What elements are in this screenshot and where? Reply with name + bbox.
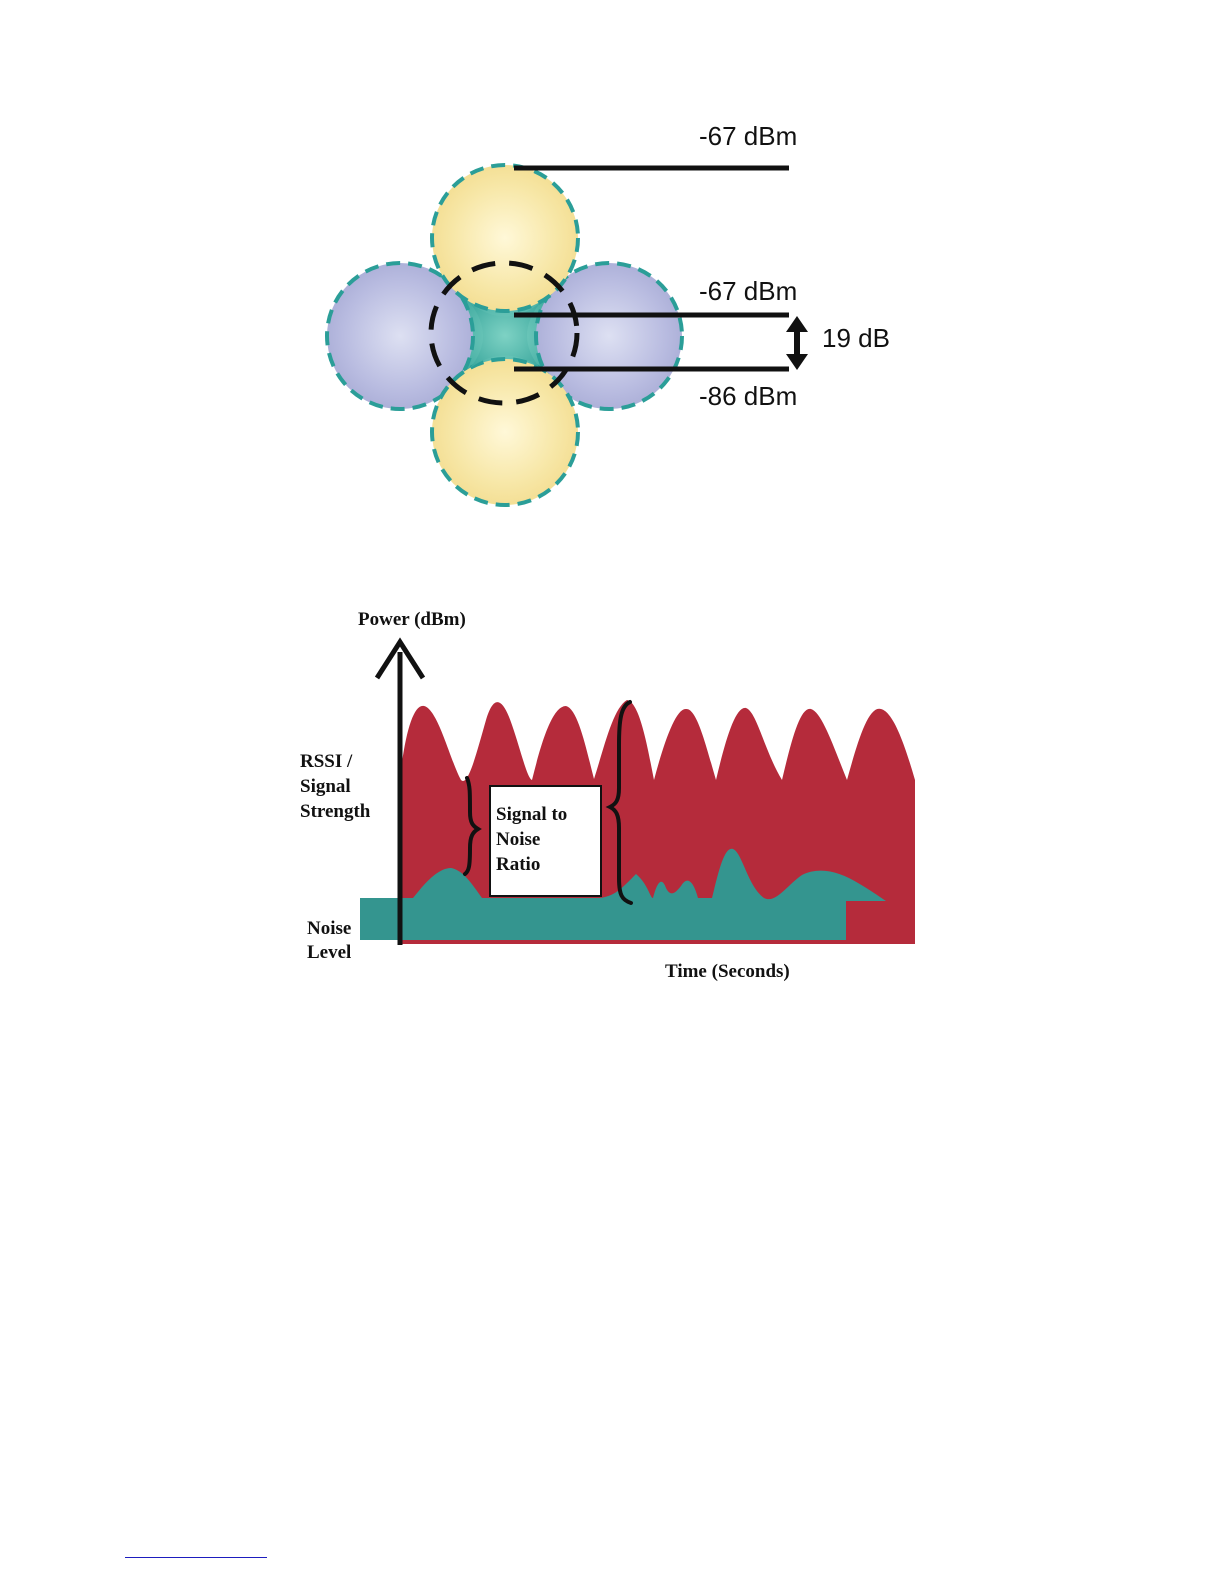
top-dbm-label: -67 dBm — [699, 121, 797, 151]
snr-box-line-3: Ratio — [496, 854, 540, 875]
middle-dbm-label: -67 dBm — [699, 276, 797, 306]
power-axis-label: Power (dBm) — [358, 609, 466, 630]
difference-arrow-down — [786, 354, 808, 370]
coverage-diagram: -67 dBm -67 dBm -86 dBm 19 dB — [327, 121, 890, 505]
top-coverage-cell — [432, 165, 578, 311]
snr-box-line-2: Noise — [496, 829, 540, 850]
snr-diagram: Power (dBm) Time (Seconds) RSSI / Signal… — [300, 609, 915, 982]
rssi-label-line-1: RSSI / — [300, 751, 353, 772]
difference-arrow-up — [786, 316, 808, 332]
time-axis-label: Time (Seconds) — [665, 961, 790, 982]
rssi-label-line-3: Strength — [300, 801, 371, 822]
noise-label-line-1: Noise — [307, 918, 351, 939]
noise-label-line-2: Level — [307, 942, 351, 963]
footnote-rule — [125, 1557, 267, 1558]
snr-box-line-1: Signal to — [496, 804, 567, 825]
rssi-label-line-2: Signal — [300, 776, 351, 797]
difference-label: 19 dB — [822, 323, 890, 353]
bottom-dbm-label: -86 dBm — [699, 381, 797, 411]
